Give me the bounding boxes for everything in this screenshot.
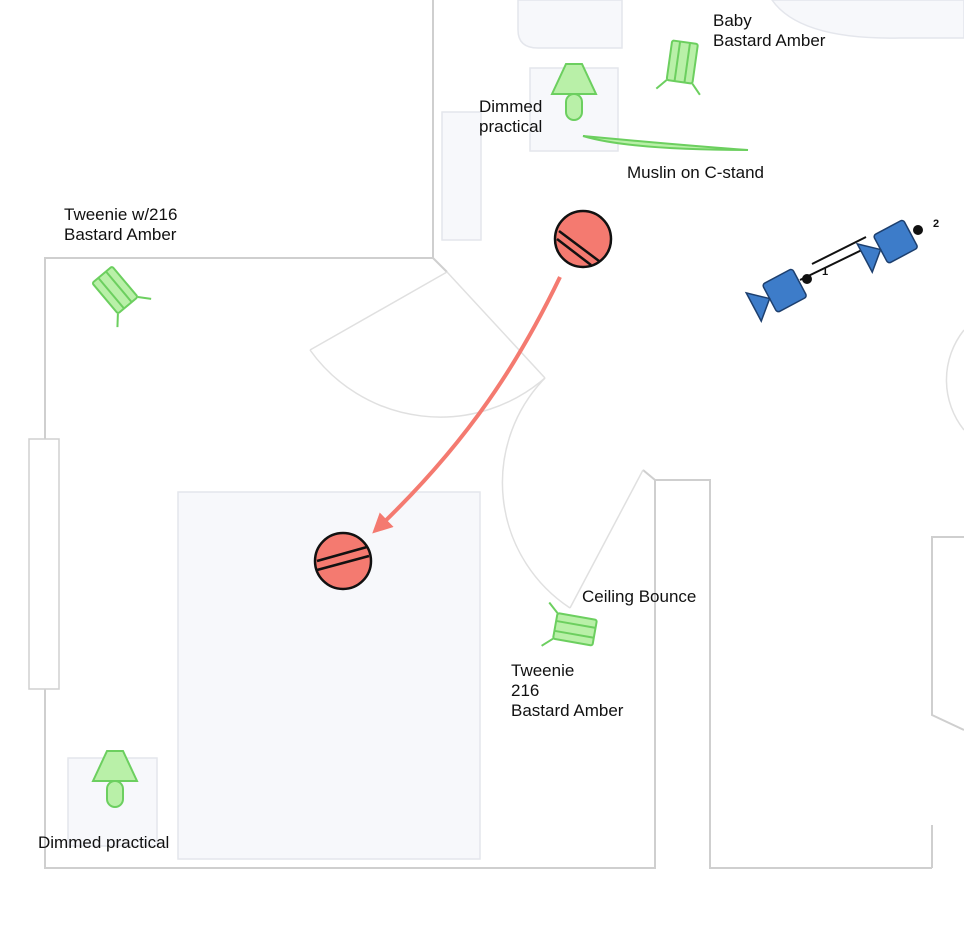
svg-text:Tweenie w/216: Tweenie w/216 bbox=[64, 205, 177, 224]
wall-far-right bbox=[931, 536, 964, 731]
svg-text:Bastard Amber: Bastard Amber bbox=[713, 31, 826, 50]
fresnel-light-icon bbox=[655, 39, 701, 96]
camera-icon bbox=[744, 268, 807, 323]
label-dimmed-practical-top: Dimmed practical bbox=[479, 97, 542, 136]
svg-text:216: 216 bbox=[511, 681, 539, 700]
camera-mark-2: 2 bbox=[933, 218, 939, 230]
fresnel-light-icon bbox=[92, 266, 152, 328]
label-dimmed-practical-bottom: Dimmed practical bbox=[38, 833, 169, 852]
door-swings bbox=[309, 271, 964, 609]
muslin-icon bbox=[582, 135, 749, 151]
door-left bbox=[309, 271, 448, 351]
wall-segment-top-right bbox=[432, 257, 448, 273]
camera-icon bbox=[855, 219, 918, 274]
svg-text:Bastard Amber: Bastard Amber bbox=[64, 225, 177, 244]
camera-dolly-track bbox=[799, 225, 923, 284]
fresnel-light-icon bbox=[541, 601, 598, 647]
svg-text:Muslin on C-stand: Muslin on C-stand bbox=[627, 163, 764, 182]
svg-text:Tweenie: Tweenie bbox=[511, 661, 574, 680]
side-cabinet bbox=[441, 111, 482, 241]
label-muslin: Muslin on C-stand bbox=[627, 163, 764, 182]
actor-mark-icon bbox=[553, 209, 613, 269]
door-left-arc bbox=[309, 349, 546, 418]
label-ceiling-bounce: Ceiling Bounce bbox=[582, 587, 696, 606]
svg-text:Ceiling Bounce: Ceiling Bounce bbox=[582, 587, 696, 606]
camera-mark-1: 1 bbox=[822, 266, 828, 278]
svg-text:Dimmed practical: Dimmed practical bbox=[38, 833, 169, 852]
top-counter bbox=[517, 0, 623, 49]
walls bbox=[44, 0, 964, 869]
actor-mark-icon bbox=[313, 531, 373, 591]
label-baby: Baby Bastard Amber bbox=[713, 11, 826, 50]
svg-text:practical: practical bbox=[479, 117, 542, 136]
wall-main-room bbox=[44, 257, 656, 869]
furniture bbox=[28, 0, 964, 860]
svg-text:Baby: Baby bbox=[713, 11, 752, 30]
door-diagonal bbox=[446, 271, 546, 379]
svg-text:Dimmed: Dimmed bbox=[479, 97, 542, 116]
window-left bbox=[28, 438, 60, 690]
label-tweenie-right: Tweenie 216 Bastard Amber bbox=[511, 661, 624, 720]
practical-lamp-icon bbox=[91, 750, 139, 808]
far-right-arc bbox=[945, 329, 964, 431]
top-right-shape bbox=[771, 0, 964, 39]
label-tweenie-left: Tweenie w/216 Bastard Amber bbox=[64, 205, 177, 244]
practical-lamp-icon bbox=[550, 63, 598, 121]
door-right-arc bbox=[501, 377, 571, 609]
wall-right-room bbox=[655, 479, 932, 869]
door-right bbox=[569, 469, 644, 609]
svg-text:Bastard Amber: Bastard Amber bbox=[511, 701, 624, 720]
movement-arrow-icon bbox=[372, 276, 562, 534]
